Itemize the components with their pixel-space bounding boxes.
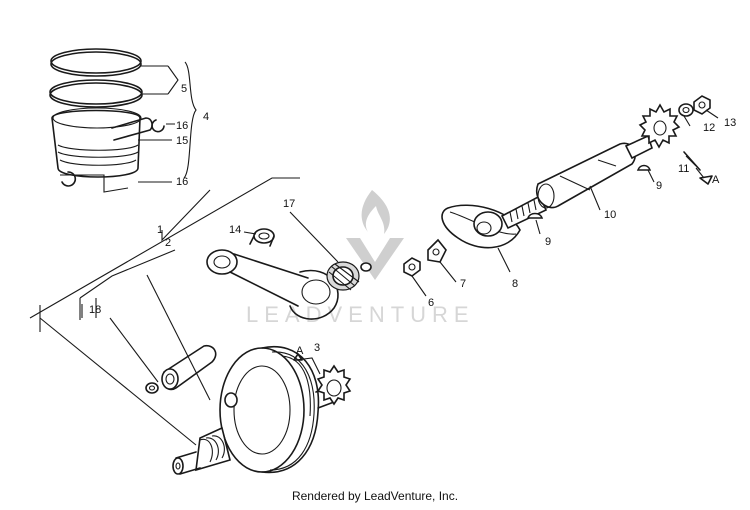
label-12: 12 [703, 122, 715, 134]
label-16-lower: 16 [176, 176, 188, 188]
label-14: 14 [229, 224, 241, 236]
callout-leaders-piston [138, 123, 175, 183]
leader-crankshaft [39, 317, 197, 446]
leader-1-bearing [146, 274, 211, 401]
crankshaft-flywheel [172, 345, 335, 475]
small-nut-18 [145, 382, 159, 394]
label-7: 7 [460, 278, 466, 290]
label-15: 15 [176, 135, 188, 147]
label-1: 1 [157, 224, 163, 236]
woodruff-key-9-upper [636, 164, 652, 171]
washer-12 [678, 103, 694, 117]
label-18: 18 [89, 304, 101, 316]
nut-6 [403, 257, 421, 277]
callout-brace-4 [183, 61, 197, 179]
leaders-14-17 [243, 211, 339, 263]
main-shaft [500, 134, 653, 230]
label-16-upper: 16 [176, 120, 188, 132]
label-10: 10 [604, 209, 616, 221]
bearing-washer [360, 262, 372, 272]
callout-bracket-5 [140, 65, 179, 95]
spacer-sleeve [161, 344, 217, 391]
leader-18 [109, 317, 159, 383]
label-3: 3 [314, 342, 320, 354]
arrow-a-upper [699, 175, 713, 185]
assembly-bracket-1 [29, 177, 300, 319]
label-17: 17 [283, 198, 295, 210]
drive-sprocket [316, 364, 352, 406]
chevron-logo-icon [346, 238, 404, 280]
watermark-text: LEADVENTURE [246, 302, 475, 327]
part-labels: 1 2 3 4 5 6 7 8 9 9 10 11 12 13 14 15 16… [89, 83, 736, 357]
assembly-bracket-2 [79, 249, 176, 299]
woodruff-key-9-lower [526, 212, 544, 219]
label-2: 2 [165, 237, 171, 249]
small-end-bearing [249, 228, 275, 247]
label-9-lower: 9 [545, 236, 551, 248]
label-8: 8 [512, 278, 518, 290]
label-6: 6 [428, 297, 434, 309]
label-a-upper: A [712, 174, 720, 186]
label-5: 5 [181, 83, 187, 95]
flame-logo-icon [361, 190, 390, 234]
label-13: 13 [724, 117, 736, 129]
cotter-pin-11 [683, 151, 701, 171]
counterweight-disc [441, 204, 521, 249]
label-11: 11 [678, 163, 689, 175]
connecting-rod [206, 249, 339, 320]
needle-bearing [326, 261, 360, 291]
label-9-upper: 9 [656, 180, 662, 192]
label-a-lower: A [296, 345, 304, 357]
leader-lines-right [411, 109, 719, 297]
leadventure-watermark: LEADVENTURE [246, 190, 475, 327]
lock-plate-7 [427, 238, 447, 263]
right-sprocket [638, 103, 681, 149]
piston-assembly [49, 48, 165, 193]
nut-13 [693, 95, 711, 115]
label-4: 4 [203, 111, 209, 123]
render-credit-footer: Rendered by LeadVenture, Inc. [291, 489, 459, 503]
